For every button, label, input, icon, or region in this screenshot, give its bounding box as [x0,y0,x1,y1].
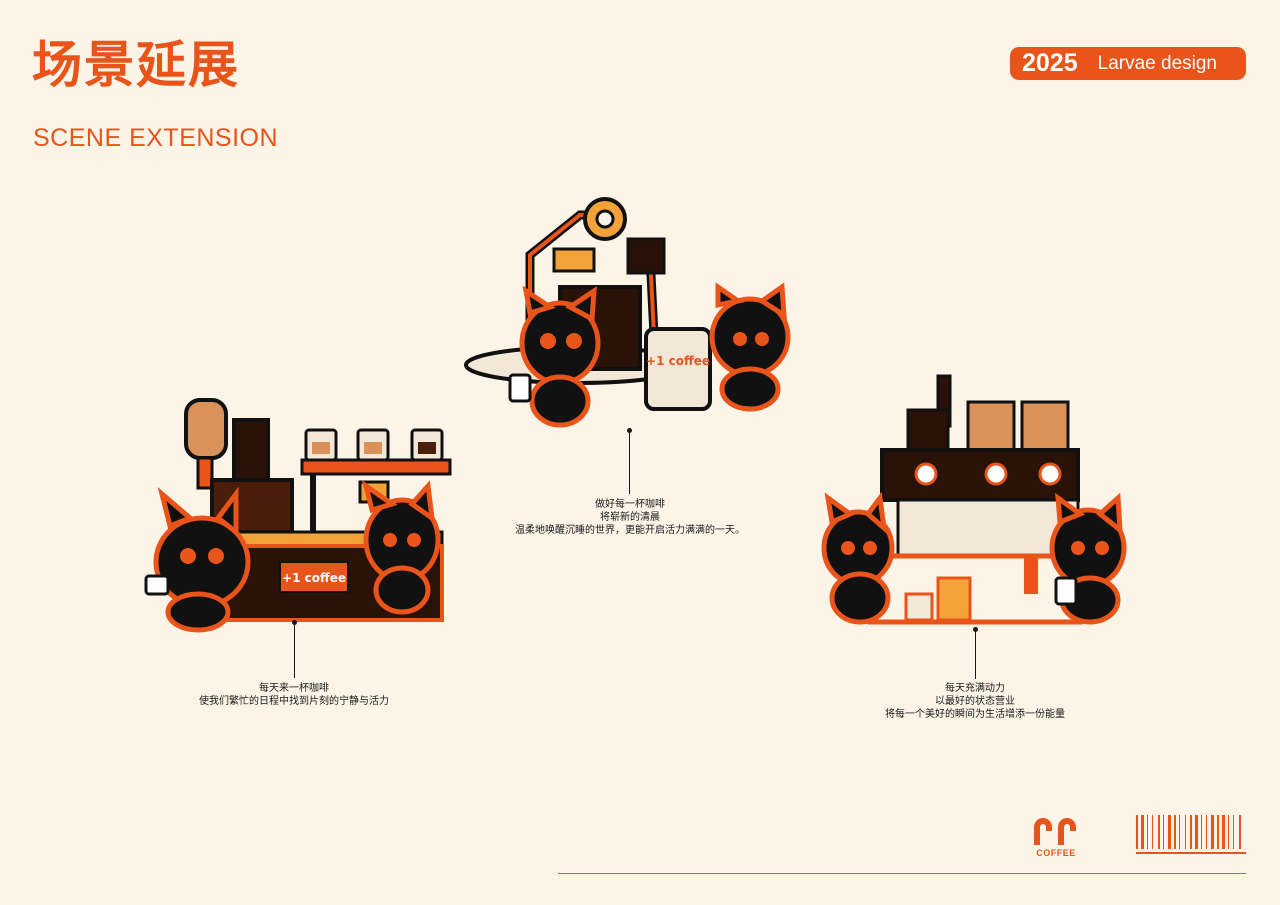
scene-3-pin-dot [973,627,978,632]
scene-1-pin-dot [292,620,297,625]
scene-coffee-cart-illustration: +1 coffee [144,398,452,633]
stall-sign-text: +1 coffee [646,354,710,368]
scene-3-caption-line: 每天充满动力 [945,683,1005,694]
badge-studio: Larvae design [1097,52,1217,74]
scene-1-caption: 每天来一杯咖啡 使我们繁忙的日程中找到片刻的宁静与活力 [194,682,394,708]
scene-2-caption-line: 将崭新的清晨 [600,512,660,523]
scene-3-pin-line [975,631,976,679]
cart-sign-text: +1 coffee [282,571,346,585]
scene-1-pin-line [294,624,295,678]
page-title-en: SCENE EXTENSION [33,124,279,152]
year-studio-badge: 2025 Larvae design [1010,47,1246,80]
scene-3-caption-line: 将每一个美好的瞬间为生活增添一份能量 [885,709,1065,720]
barcode-icon [1136,815,1246,854]
scene-coffee-stall-illustration: +1 coffee [464,197,791,428]
scene-2-caption-line: 做好每一杯咖啡 [595,499,665,510]
scene-espresso-counter-illustration [821,374,1127,625]
scene-2-caption: 做好每一杯咖啡 将崭新的清晨 温柔地唤醒沉睡的世界，更能开启活力满满的一天。 [510,498,750,537]
scene-3-caption: 每天充满动力 以最好的状态营业 将每一个美好的瞬间为生活增添一份能量 [865,682,1085,721]
logo-text: COFFEE [1036,848,1076,858]
scene-2-pin-dot [627,428,632,433]
footer-divider [558,873,1246,874]
scene-3-caption-line: 以最好的状态营业 [935,696,1015,707]
page-title-cn: 场景延展 [32,36,240,94]
scene-2-pin-line [629,432,630,494]
badge-year: 2025 [1022,49,1078,77]
scene-1-caption-line: 每天来一杯咖啡 [259,683,329,694]
coffee-logo-icon [1034,818,1076,845]
scene-2-caption-line: 温柔地唤醒沉睡的世界，更能开启活力满满的一天。 [515,525,745,536]
scene-1-caption-line: 使我们繁忙的日程中找到片刻的宁静与活力 [199,696,389,707]
